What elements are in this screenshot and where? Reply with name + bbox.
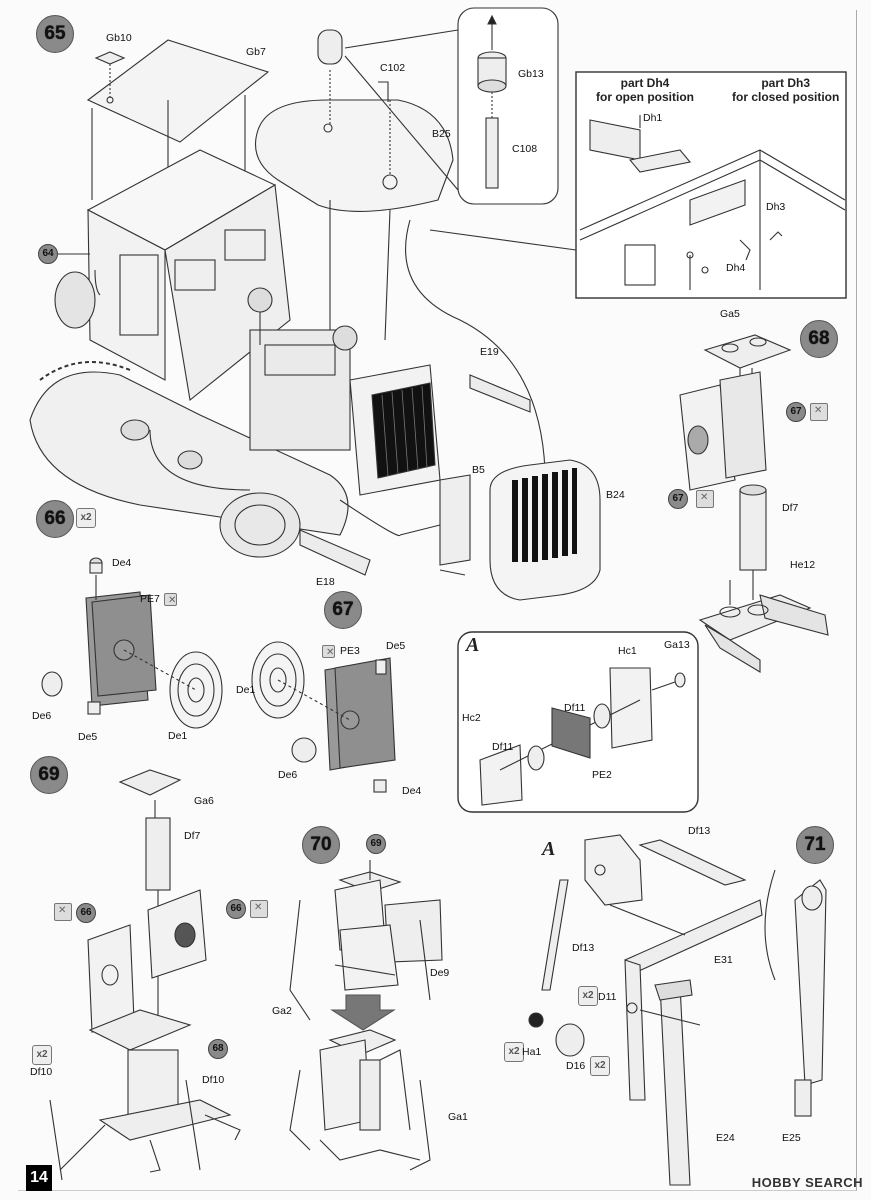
x2-badge-ha1: x2 (504, 1042, 524, 1062)
x2-badge-df10: x2 (32, 1045, 52, 1065)
part-label: B24 (606, 489, 625, 501)
part-label: D11 (598, 991, 617, 1003)
no-glue-icon (696, 490, 714, 508)
part-label: PE3 (340, 645, 360, 657)
step-68-badge: 68 (800, 320, 838, 358)
part-label: Dh1 (643, 112, 663, 124)
part-label: Df11 (492, 741, 514, 753)
detail-a-box (457, 631, 699, 813)
part-label: Df10 (30, 1066, 53, 1078)
x2-badge-d11: x2 (578, 986, 598, 1006)
no-glue-icon (54, 903, 72, 921)
ref-67: 67 (786, 402, 806, 422)
part-label: E31 (714, 954, 733, 966)
page-number: 14 (26, 1165, 52, 1191)
part-label: C102 (380, 62, 406, 74)
watermark: HOBBY SEARCH (751, 1175, 863, 1190)
part-label: E25 (782, 1132, 801, 1144)
part-label: E24 (716, 1132, 735, 1144)
part-label: E19 (480, 346, 499, 358)
door-detail-box (429, 71, 847, 299)
part-label: De6 (278, 769, 298, 781)
part-label: De9 (430, 967, 450, 979)
part-label: De4 (112, 557, 132, 569)
stand-69-drawing (49, 769, 241, 1181)
x2-badge: x2 (76, 508, 96, 528)
part-label: De6 (32, 710, 52, 722)
part-label: De5 (386, 640, 406, 652)
ref-68: 68 (208, 1039, 228, 1059)
no-glue-icon (250, 900, 268, 918)
part-label: Ga1 (448, 1111, 468, 1123)
wheel-67-drawing (251, 641, 396, 793)
part-label: Hc2 (462, 712, 481, 724)
part-label: E18 (316, 576, 335, 588)
part-label: Hc1 (618, 645, 637, 657)
ref-66-b: 66 (226, 899, 246, 919)
part-label: Dh3 (766, 201, 786, 213)
page-frame (18, 10, 857, 1191)
part-label: Df10 (202, 1074, 225, 1086)
step-70-badge: 70 (302, 826, 340, 864)
step-64-ref: 64 (38, 244, 58, 264)
step-67-badge: 67 (324, 591, 362, 629)
part-label: Df11 (564, 702, 586, 714)
photo-etch-icon (164, 593, 177, 606)
part-label: Gb10 (106, 32, 132, 44)
part-label: De1 (236, 684, 256, 696)
x2-badge-d16: x2 (590, 1056, 610, 1076)
part-label: De5 (78, 731, 98, 743)
part-label: Df13 (572, 942, 595, 954)
part-label: De4 (402, 785, 422, 797)
part-label: Df7 (184, 830, 201, 842)
stand-71-drawing (528, 834, 827, 1186)
photo-etch-icon (322, 645, 335, 658)
part-label: B5 (472, 464, 485, 476)
part-label: D16 (566, 1060, 586, 1072)
detail-a-label: A (466, 634, 480, 656)
detail-a-ref: A (542, 838, 556, 860)
step-71-badge: 71 (796, 826, 834, 864)
ref-69: 69 (366, 834, 386, 854)
part-label: Gb7 (246, 46, 266, 58)
stand-68-drawing (679, 334, 829, 673)
part-label: He12 (790, 559, 816, 571)
part-label: De1 (168, 730, 188, 742)
part-label: Df13 (688, 825, 711, 837)
part-label: Dh4 (726, 262, 746, 274)
part-label: Ga5 (720, 308, 740, 320)
step-66-badge: 66 (36, 500, 74, 538)
no-glue-icon (810, 403, 828, 421)
part-label: Ha1 (522, 1046, 542, 1058)
part-label: PE2 (592, 769, 612, 781)
part-label: C108 (512, 143, 538, 155)
part-label: Df7 (782, 502, 799, 514)
step-69-badge: 69 (30, 756, 68, 794)
grille-drawing (149, 374, 601, 601)
part-label: Gb13 (518, 68, 544, 80)
detail-bubble-gb13 (344, 7, 559, 205)
part-label: B25 (432, 128, 451, 140)
part-label: Ga6 (194, 795, 214, 807)
ref-66: 66 (76, 903, 96, 923)
wheel-66-drawing (41, 557, 223, 729)
part-label: PE7 (140, 593, 160, 605)
hood-panel-drawing (254, 29, 549, 486)
step-65-badge: 65 (36, 15, 74, 53)
part-label: Ga13 (664, 639, 690, 651)
part-label: Ga2 (272, 1005, 292, 1017)
stand-70-drawing (289, 860, 443, 1171)
ref-67-b: 67 (668, 489, 688, 509)
